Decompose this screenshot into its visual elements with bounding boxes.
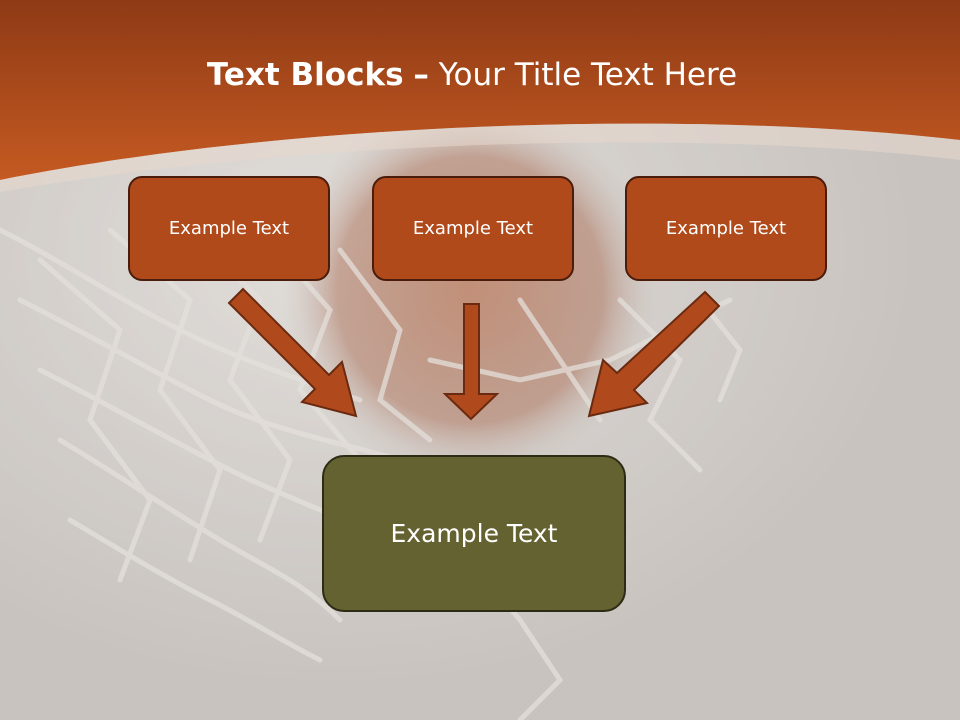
text-block-1[interactable]: Example Text: [128, 176, 330, 281]
slide-title: Text Blocks – Your Title Text Here: [0, 52, 944, 98]
arrow-down-left-icon: [587, 290, 721, 418]
title-bold-text: Text Blocks: [206, 57, 404, 93]
result-block-label: Example Text: [390, 519, 558, 548]
text-block-1-label: Example Text: [168, 218, 290, 239]
arrow-down-right-icon: [227, 287, 358, 418]
arrow-down-icon: [442, 303, 500, 421]
title-rest-text: Your Title Text Here: [438, 57, 738, 93]
text-block-3-label: Example Text: [665, 218, 787, 239]
result-block[interactable]: Example Text: [322, 455, 626, 612]
title-separator: –: [413, 57, 429, 93]
text-block-2-label: Example Text: [412, 218, 534, 239]
text-block-2[interactable]: Example Text: [372, 176, 574, 281]
text-block-3[interactable]: Example Text: [625, 176, 827, 281]
